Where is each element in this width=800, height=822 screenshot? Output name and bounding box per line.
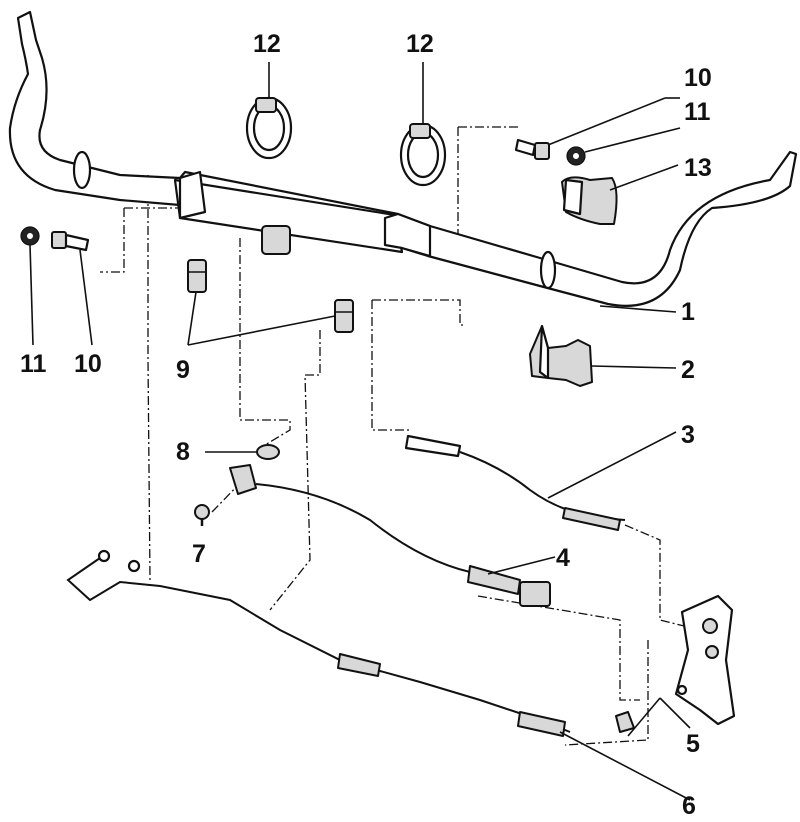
nut-right — [566, 146, 586, 166]
caliper-bracket — [615, 594, 736, 733]
bolt-right — [514, 138, 550, 160]
long-line — [66, 549, 571, 737]
callout-10-left: 10 — [74, 350, 102, 378]
callout-12-left: 12 — [253, 30, 281, 58]
callout-labels: 1 2 3 4 5 6 7 8 9 10 10 11 11 12 12 13 — [20, 30, 712, 820]
callout-3: 3 — [681, 421, 695, 449]
sensor-cable — [229, 464, 551, 607]
callout-11-right: 11 — [684, 98, 711, 126]
clamp-left — [245, 96, 293, 160]
alignment-lines — [100, 126, 701, 746]
callout-1: 1 — [681, 298, 695, 326]
callout-11-left: 11 — [20, 350, 47, 378]
callout-7: 7 — [192, 540, 206, 568]
clip-right — [334, 299, 354, 333]
callout-8: 8 — [176, 438, 190, 466]
bolt-left — [51, 231, 90, 252]
callout-5: 5 — [686, 730, 700, 758]
callout-9: 9 — [176, 356, 190, 384]
callout-6: 6 — [682, 792, 696, 820]
clip-left — [187, 259, 207, 293]
bracket — [529, 324, 593, 387]
callout-13: 13 — [684, 154, 712, 182]
leader-lines — [29, 62, 691, 801]
nut-left — [20, 226, 40, 246]
grommet — [256, 444, 280, 460]
hose-line — [404, 434, 626, 531]
bushing — [561, 176, 618, 225]
screw — [194, 504, 210, 526]
clamp-right — [399, 123, 447, 187]
callout-10-right: 10 — [684, 64, 712, 92]
callout-12-right: 12 — [406, 30, 434, 58]
stabilizer-bar — [8, 10, 798, 307]
callout-4: 4 — [556, 544, 570, 572]
callout-2: 2 — [681, 356, 695, 384]
